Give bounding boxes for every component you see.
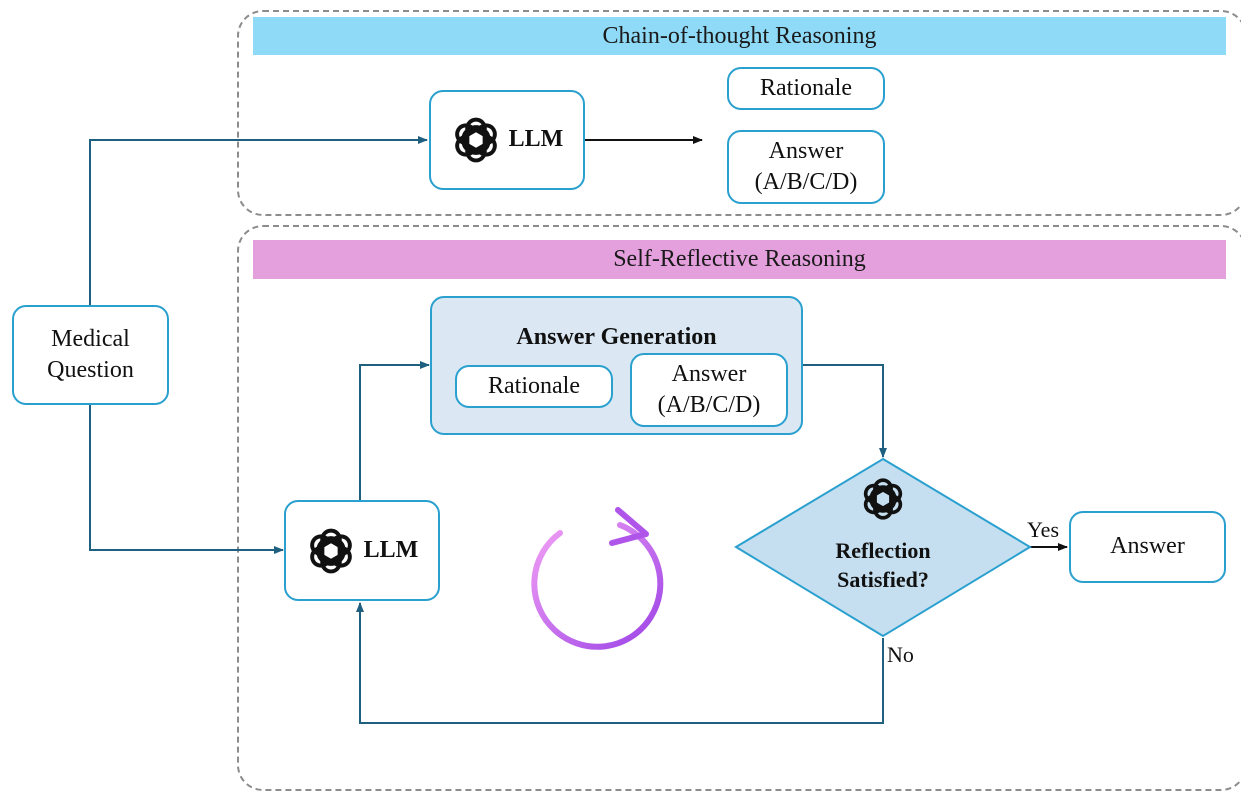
- srr-banner: Self-Reflective Reasoning: [253, 240, 1226, 279]
- reflection-label: Reflection Satisfied?: [803, 537, 963, 594]
- arrow-llm-to-generation: [359, 361, 430, 500]
- arrow-generation-to-reflection: [803, 364, 887, 458]
- cot-title: Chain-of-thought Reasoning: [602, 22, 877, 49]
- cot-llm-label: LLM: [508, 126, 564, 153]
- cot-llm-box: LLM: [429, 90, 585, 190]
- medical-question-box: Medical Question: [12, 305, 169, 405]
- openai-logo-icon: [454, 117, 497, 163]
- openai-logo-icon: [863, 478, 903, 520]
- answer-generation-title: Answer Generation: [516, 324, 717, 350]
- refresh-cycle-icon: [531, 507, 664, 650]
- cot-answer-box: Answer (A/B/C/D): [727, 130, 885, 204]
- cot-rationale-box: Rationale: [727, 67, 885, 110]
- reflection-line1: Reflection: [835, 538, 931, 563]
- final-answer-box: Answer: [1069, 511, 1226, 583]
- generation-rationale-label: Rationale: [488, 372, 580, 399]
- arrow-question-to-cot-llm: [89, 136, 428, 305]
- final-answer-label: Answer: [1110, 533, 1185, 560]
- cot-banner: Chain-of-thought Reasoning: [253, 17, 1226, 55]
- generation-answer-label: Answer: [671, 360, 747, 387]
- answer-generation-box: Answer Generation Rationale Answer (A/B/…: [430, 296, 803, 435]
- medical-question-line2: Question: [47, 357, 134, 383]
- reflection-diamond: [734, 457, 1032, 638]
- srr-llm-box: LLM: [284, 500, 440, 601]
- arrow-question-to-srr-llm: [89, 405, 284, 554]
- cot-rationale-label: Rationale: [760, 74, 852, 101]
- arrow-no-loop-back: [356, 602, 884, 724]
- generation-answer-box: Answer (A/B/C/D): [630, 353, 788, 427]
- cot-answer-choices: (A/B/C/D): [754, 169, 858, 195]
- medical-question-line1: Medical: [51, 325, 130, 352]
- openai-logo-icon: [309, 528, 352, 573]
- generation-answer-choices: (A/B/C/D): [657, 392, 761, 418]
- srr-llm-label: LLM: [363, 536, 419, 563]
- cot-answer-label: Answer: [768, 137, 844, 164]
- cot-panel: [237, 10, 1241, 216]
- srr-panel: [237, 225, 1241, 791]
- reflection-line2: Satisfied?: [837, 566, 929, 592]
- srr-title: Self-Reflective Reasoning: [613, 246, 866, 272]
- generation-rationale-box: Rationale: [455, 365, 613, 408]
- yes-label: Yes: [1027, 517, 1060, 542]
- no-label: No: [887, 642, 914, 667]
